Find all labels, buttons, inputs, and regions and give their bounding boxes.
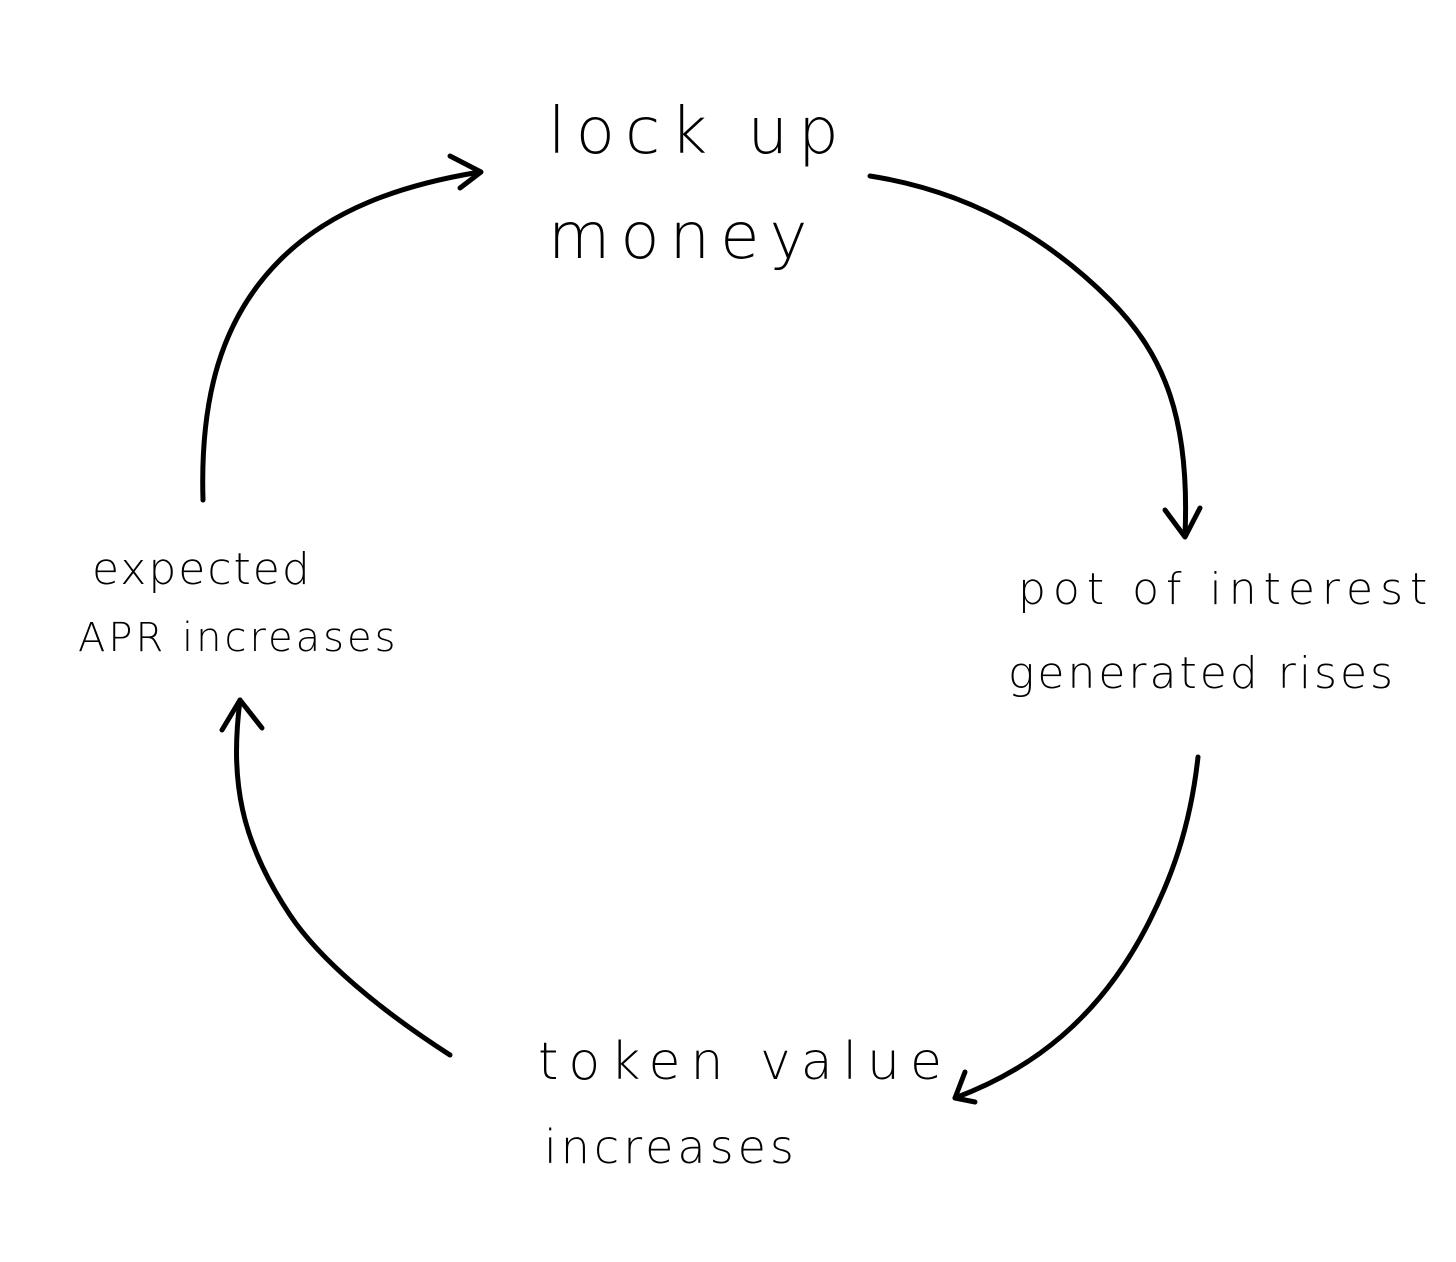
node-token-value-line-2: increases [544, 1120, 798, 1174]
node-pot-of-interest-line-2: generated rises [1008, 648, 1396, 699]
arrow-lock-up-money-to-pot-of-interest [867, 173, 1203, 540]
node-expected-apr-line-2: APR increases [78, 615, 399, 661]
arrow-pot-of-interest-to-token-value [952, 754, 1201, 1105]
node-lock-up-money-line-2: money [548, 200, 818, 274]
node-pot-of-interest-line-1: pot of interest [1018, 564, 1435, 615]
node-lock-up-money-line-1: lock up [548, 95, 849, 169]
node-expected-apr-line-1: expected [92, 544, 312, 595]
arrow-token-value-to-expected-apr [219, 697, 453, 1058]
node-token-value-line-1: token value [538, 1032, 952, 1092]
arrow-expected-apr-to-lock-up-money [200, 153, 484, 503]
